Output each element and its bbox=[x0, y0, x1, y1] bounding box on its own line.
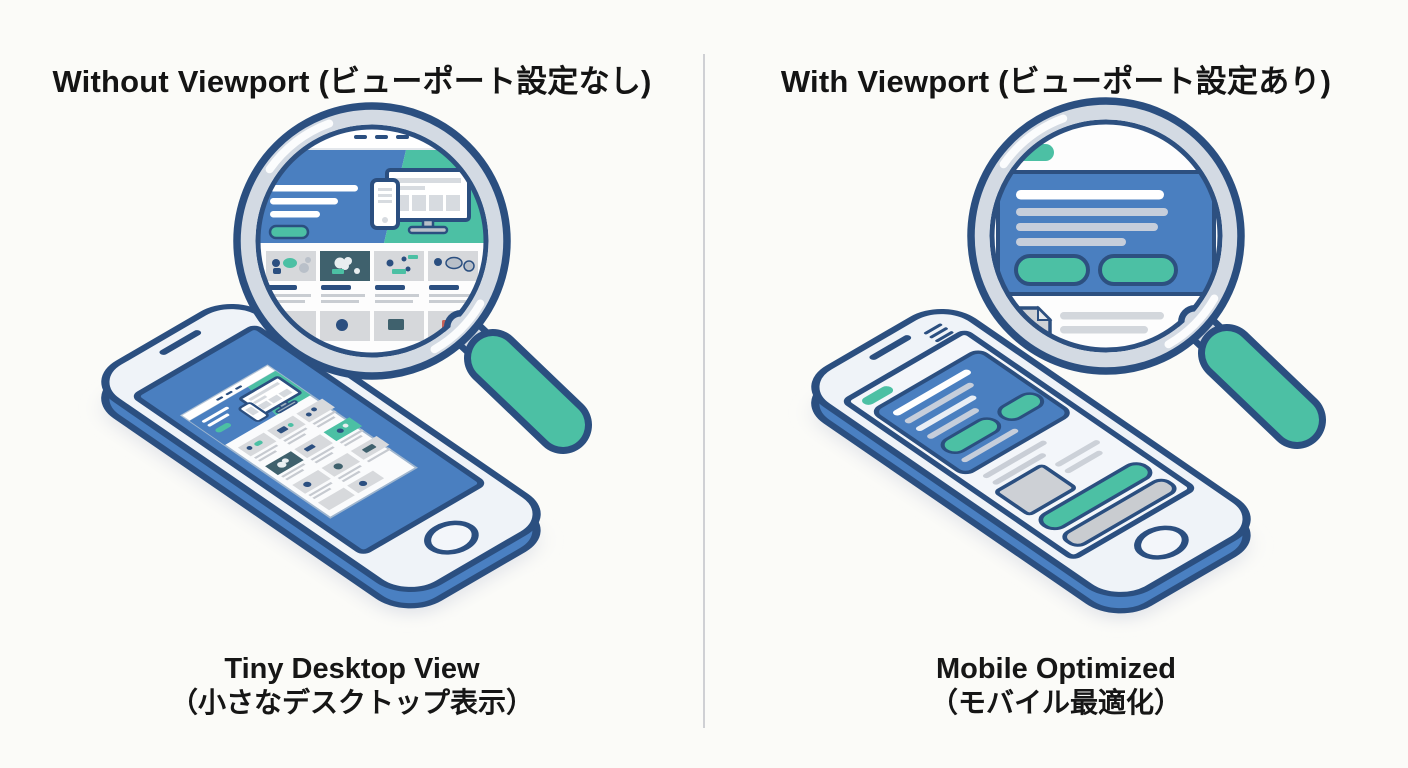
caption-left: Tiny Desktop View （小さなデスクトップ表示） bbox=[0, 652, 704, 720]
mobile-page bbox=[862, 350, 1177, 547]
speaker-slit-icon bbox=[159, 330, 202, 355]
mobile-optimized-illustration bbox=[811, 97, 1326, 621]
right-panel-title: With Viewport (ビューポート設定あり) bbox=[780, 63, 1332, 99]
desktop-monitor-icon bbox=[370, 168, 471, 235]
tiny-card-grid bbox=[237, 398, 392, 511]
lens-card-row bbox=[266, 251, 478, 303]
lens-button-2 bbox=[1098, 254, 1178, 286]
panel-without-viewport: Without Viewport (ビューポート設定なし) bbox=[0, 63, 704, 720]
home-button-icon bbox=[1134, 525, 1189, 560]
hamburger-icon bbox=[923, 323, 943, 335]
hero-button bbox=[268, 224, 310, 240]
lens-desktop-site bbox=[258, 127, 486, 355]
tiny-desktop-page bbox=[179, 364, 418, 519]
magnifier-rim bbox=[972, 102, 1240, 370]
caption-right: Mobile Optimized （モバイル最適化） bbox=[704, 652, 1408, 720]
mobile-logo-pill bbox=[862, 386, 894, 405]
lens-mobile-site bbox=[992, 122, 1220, 350]
mobile-gray-bar bbox=[1062, 478, 1177, 547]
smartphone-icon bbox=[370, 178, 400, 230]
left-panel-title: Without Viewport (ビューポート設定なし) bbox=[52, 63, 652, 99]
mobile-image-placeholder bbox=[995, 464, 1076, 516]
mobile-button bbox=[940, 417, 1002, 455]
speaker-slit-icon bbox=[869, 335, 912, 360]
panel-divider bbox=[703, 54, 705, 728]
tiny-desktop-illustration bbox=[101, 102, 592, 616]
caption-left-japanese: （小さなデスクトップ表示） bbox=[169, 687, 534, 718]
magnifier-right bbox=[967, 97, 1326, 449]
panel-with-viewport: With Viewport (ビューポート設定あり) bbox=[704, 0, 1408, 768]
illustration-tiny-desktop bbox=[0, 78, 704, 654]
mobile-cta-bar bbox=[1038, 462, 1153, 531]
lens-button bbox=[1014, 254, 1090, 286]
phone-left bbox=[101, 303, 541, 616]
caption-right-japanese: （モバイル最適化） bbox=[929, 687, 1182, 718]
caption-left-english: Tiny Desktop View bbox=[224, 653, 480, 685]
home-button-icon bbox=[424, 520, 479, 555]
caption-right-english: Mobile Optimized bbox=[935, 653, 1177, 685]
magnifier-rim bbox=[238, 107, 506, 375]
magnifier-left bbox=[233, 102, 592, 454]
illustration-mobile-optimized bbox=[704, 78, 1408, 654]
phone-right bbox=[811, 308, 1251, 621]
mobile-button-2 bbox=[997, 392, 1045, 422]
tiny-monitor-icon bbox=[238, 376, 302, 422]
